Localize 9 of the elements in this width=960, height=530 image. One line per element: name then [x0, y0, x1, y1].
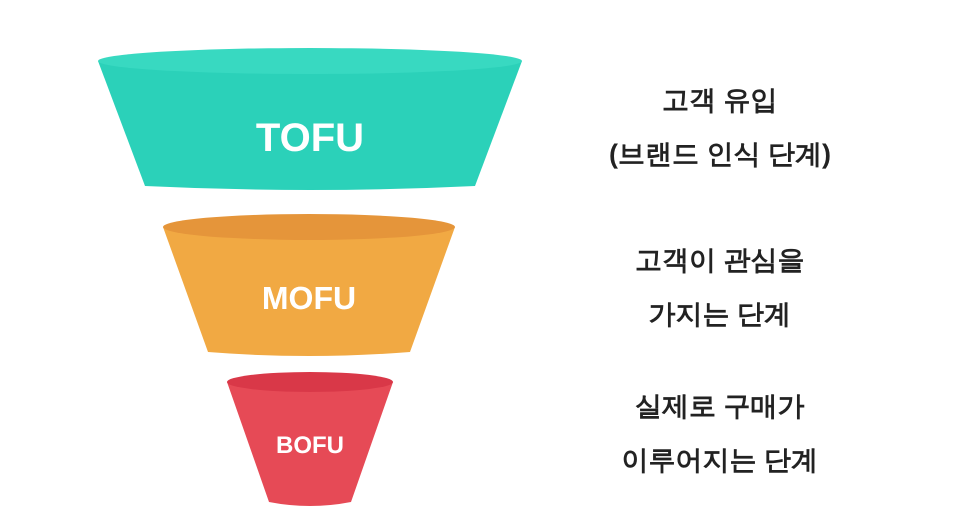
- stage-label: TOFU: [256, 115, 364, 162]
- stage-label: BOFU: [276, 431, 344, 461]
- stage-description: 이루어지는 단계: [622, 444, 818, 476]
- stage-label: MOFU: [262, 279, 356, 318]
- stage-description: (브랜드 인식 단계): [609, 138, 831, 170]
- stage-description: 실제로 구매가: [635, 390, 805, 422]
- stage-description: 고객 유입: [662, 84, 778, 116]
- stage-description: 가지는 단계: [648, 298, 792, 330]
- stage-description: 고객이 관심을: [635, 244, 805, 276]
